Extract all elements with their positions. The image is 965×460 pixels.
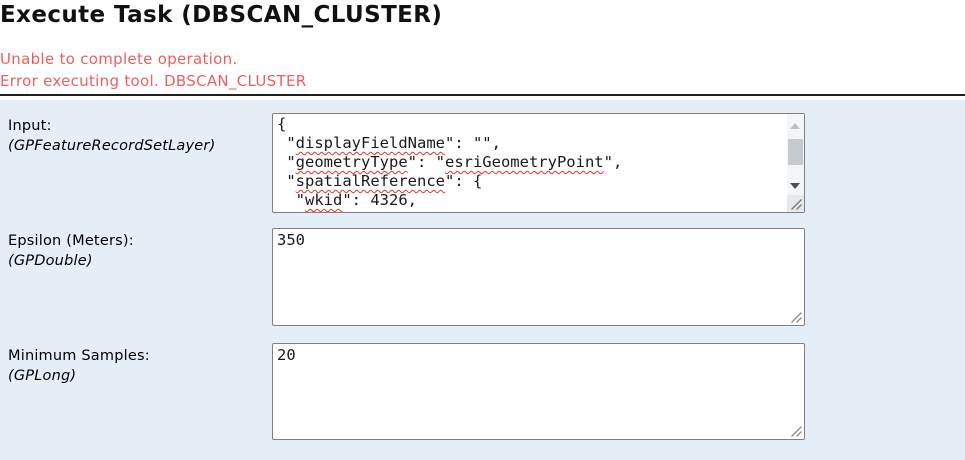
resize-grip-icon[interactable] (791, 199, 802, 210)
min-samples-label-group: Minimum Samples: (GPLong) (0, 343, 272, 386)
min-samples-input[interactable]: 20 (272, 343, 805, 440)
min-samples-textarea-wrap: 20 (272, 343, 805, 440)
input-label-group: Input: (GPFeatureRecordSetLayer) (0, 113, 272, 156)
epsilon-textarea-wrap: 350 (272, 228, 805, 326)
epsilon-label: Epsilon (Meters): (8, 233, 134, 249)
scrollbar-thumb[interactable] (788, 139, 803, 165)
section-divider (0, 94, 965, 96)
input-scrollbar[interactable] (787, 114, 804, 212)
scroll-down-icon[interactable] (790, 183, 800, 189)
error-line-1: Unable to complete operation. (0, 50, 238, 68)
scrollbar-corner (787, 195, 804, 212)
min-samples-label: Minimum Samples: (8, 348, 150, 364)
page-title: Execute Task (DBSCAN_CLUSTER) (0, 2, 443, 28)
error-line-2: Error executing tool. DBSCAN_CLUSTER (0, 72, 307, 90)
form-row-input: Input: (GPFeatureRecordSetLayer) { "disp… (0, 113, 965, 213)
scroll-up-icon[interactable] (790, 123, 800, 129)
input-json-textarea[interactable]: { "displayFieldName": "", "geometryType"… (272, 113, 805, 213)
epsilon-label-group: Epsilon (Meters): (GPDouble) (0, 228, 272, 271)
min-samples-type-label: (GPLong) (8, 368, 77, 384)
error-message-block: Unable to complete operation. Error exec… (0, 48, 965, 92)
form-row-min-samples: Minimum Samples: (GPLong) 20 (0, 343, 965, 440)
form-row-epsilon: Epsilon (Meters): (GPDouble) 350 (0, 228, 965, 326)
input-label: Input: (8, 118, 52, 134)
epsilon-input[interactable]: 350 (272, 228, 805, 326)
page-header: Execute Task (DBSCAN_CLUSTER) Unable to … (0, 0, 965, 94)
input-type-label: (GPFeatureRecordSetLayer) (8, 138, 216, 154)
task-form-panel: Input: (GPFeatureRecordSetLayer) { "disp… (0, 100, 965, 460)
epsilon-type-label: (GPDouble) (8, 253, 93, 269)
input-json-text[interactable]: { "displayFieldName": "", "geometryType"… (277, 115, 623, 209)
divider-gap (0, 96, 965, 100)
